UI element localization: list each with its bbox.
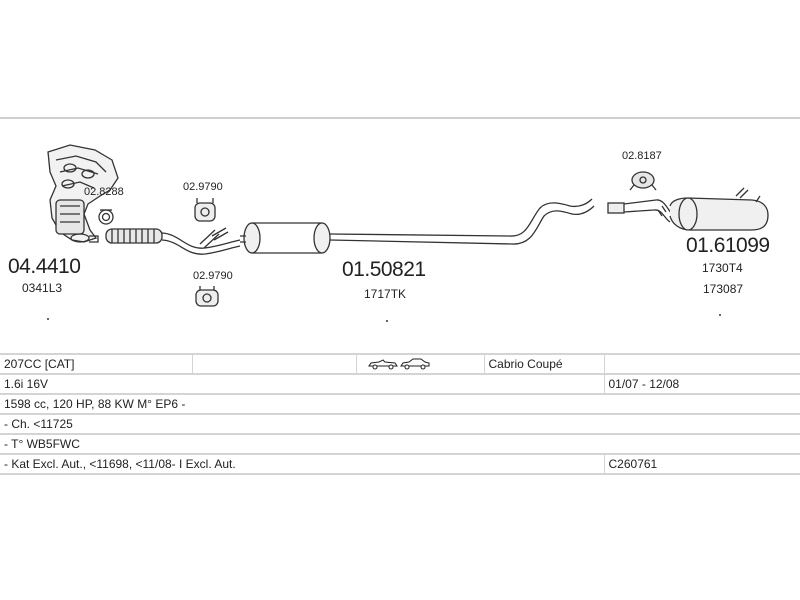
middle-silencer-ref: 1717TK xyxy=(364,287,407,301)
marker-dot xyxy=(386,320,388,322)
chassis-cell: - Ch. <11725 xyxy=(0,413,800,434)
hanger-upper-code: 02.9790 xyxy=(183,181,223,193)
vehicle-spec-table: 207CC [CAT] Cabrio Coupé 1.6i 16V 01/07 … xyxy=(0,353,800,475)
middle-silencer-code: 01.50821 xyxy=(342,258,426,281)
rear-hanger-part xyxy=(629,171,657,191)
notes-cell: - Kat Excl. Aut., <11698, <11/08- I Excl… xyxy=(0,453,604,475)
rear-silencer-code: 01.61099 xyxy=(686,234,770,257)
exhaust-diagram xyxy=(47,144,769,307)
table-row: 207CC [CAT] Cabrio Coupé xyxy=(0,353,800,374)
years-cell: 01/07 - 12/08 xyxy=(603,373,800,394)
clamp-part xyxy=(98,209,114,225)
table-row: - Ch. <11725 xyxy=(0,413,800,434)
manifold-catalyst-part xyxy=(47,144,119,243)
hanger-lower-code: 02.9790 xyxy=(193,270,233,282)
middle-silencer-part xyxy=(240,198,595,254)
table-row: - Kat Excl. Aut., <11698, <11/08- I Excl… xyxy=(0,453,800,475)
coupe-car-icon xyxy=(399,358,429,370)
type-code-cell: - T° WB5FWC xyxy=(0,433,800,454)
body-type-cell: Cabrio Coupé xyxy=(483,353,604,374)
manifold-part-code: 04.4410 xyxy=(8,255,81,278)
clamp-part-code: 02.8288 xyxy=(84,186,124,198)
details-cell: 1598 cc, 120 HP, 88 KW M° EP6 - xyxy=(0,393,800,414)
rear-silencer-part xyxy=(607,187,769,231)
table-row: 1.6i 16V 01/07 - 12/08 xyxy=(0,373,800,394)
marker-dot xyxy=(47,318,49,320)
model-cell: 207CC [CAT] xyxy=(0,353,192,374)
empty-cell xyxy=(603,353,800,374)
marker-dot xyxy=(719,314,721,316)
empty-cell xyxy=(191,353,356,374)
table-row: - T° WB5FWC xyxy=(0,433,800,454)
rear-silencer-ref-1: 1730T4 xyxy=(702,261,743,275)
hanger-lower-part xyxy=(195,286,219,307)
table-row: 1598 cc, 120 HP, 88 KW M° EP6 - xyxy=(0,393,800,414)
top-divider xyxy=(0,117,800,119)
manifold-ref-code: 0341L3 xyxy=(22,281,63,295)
engine-cell: 1.6i 16V xyxy=(0,373,604,394)
rear-hanger-code: 02.8187 xyxy=(622,150,662,162)
front-pipe-part xyxy=(105,227,241,255)
rear-silencer-ref-2: 173087 xyxy=(703,282,744,296)
ref-cell: C260761 xyxy=(603,453,800,475)
convertible-car-icon xyxy=(367,359,398,370)
body-icons-cell xyxy=(355,353,484,374)
hanger-upper-part xyxy=(194,198,216,222)
